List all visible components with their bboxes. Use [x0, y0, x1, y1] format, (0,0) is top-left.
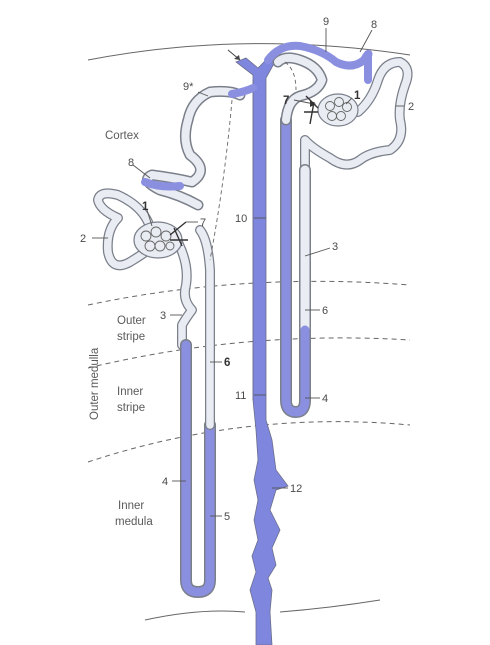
long-loop-nephron [93, 84, 257, 598]
left-thin-limb [181, 340, 215, 597]
label-2-right: 2 [408, 101, 414, 113]
left-afferent-arteriole [169, 221, 188, 247]
papilla-outline-right [279, 599, 381, 613]
label-7-right: 7 [283, 95, 289, 107]
collecting-duct [235, 57, 289, 645]
right-glomerulus-capsule [317, 93, 359, 127]
stripe-inner-medulla-boundary-line [87, 421, 411, 463]
label-10: 10 [235, 213, 247, 225]
label-6-left: 6 [224, 357, 230, 369]
zone-outer-stripe-2: stripe [117, 331, 145, 343]
collecting-duct-body [235, 57, 289, 645]
label-9-top: 9 [323, 16, 329, 28]
right-glomerulus-tuft [325, 97, 352, 121]
zone-inner-stripe-2: stripe [117, 402, 145, 414]
zone-outer-stripe-1: Outer [117, 315, 146, 327]
label-1-left: 1 [142, 201, 149, 213]
label-4-left: 4 [162, 476, 168, 488]
cortical-dashed-outline-2 [284, 61, 297, 91]
cortex-boundary-line [87, 280, 411, 306]
label-4-right: 4 [322, 393, 328, 405]
kidney-capsule-line [87, 43, 411, 61]
label-1-right: 1 [354, 90, 361, 102]
label-6-right: 6 [322, 305, 328, 317]
zone-inner-medulla-2: medula [115, 516, 153, 528]
short-loop-nephron [264, 41, 413, 418]
arrowhead-7-right [310, 101, 316, 107]
label-3-right: 3 [332, 241, 338, 253]
zone-boundaries [87, 43, 411, 621]
label-11: 11 [235, 390, 246, 402]
label-2-left: 2 [80, 233, 86, 245]
flow-arrow [227, 49, 241, 61]
label-9-star: 9* [183, 81, 194, 93]
outer-inner-stripe-boundary-line [87, 337, 411, 369]
zone-cortex: Cortex [105, 130, 139, 142]
left-glomerulus-tuft [140, 226, 175, 252]
label-8-top: 8 [371, 19, 377, 31]
left-arcade [228, 84, 257, 98]
right-proximal-tubule [301, 58, 412, 174]
left-thick-ascending [196, 226, 214, 429]
zone-inner-medulla-1: Inner [118, 500, 144, 512]
label-5: 5 [224, 511, 230, 523]
right-distal [274, 53, 326, 124]
label-7-left: 7 [200, 217, 206, 229]
cortical-dashed-outline [209, 99, 233, 261]
right-arcade-blue [264, 41, 373, 84]
left-connecting-segment [141, 178, 184, 191]
label-8-left: 8 [128, 157, 134, 169]
zone-inner-stripe-1: Inner [117, 386, 143, 398]
right-afferent-arteriole [304, 95, 319, 125]
zone-outer-medulla: Outer medulla [89, 347, 101, 420]
label-3-left: 3 [160, 310, 166, 322]
left-proximal-tubule [94, 189, 196, 349]
right-loop-blue [281, 115, 310, 417]
papilla-outline-left [144, 610, 246, 621]
label-12: 12 [290, 483, 302, 495]
